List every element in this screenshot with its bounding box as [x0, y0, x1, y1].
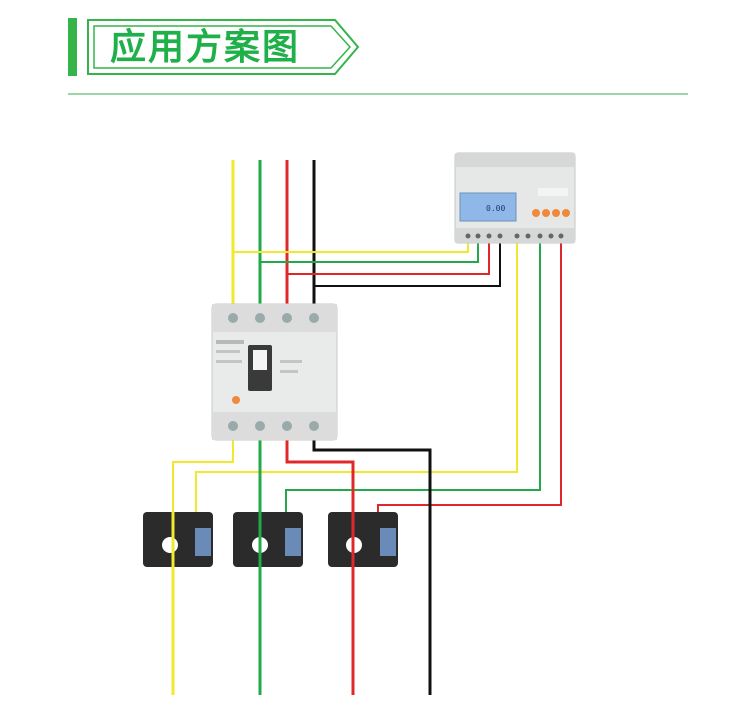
outgoing-wire-red [285, 430, 355, 695]
current-transformer-1 [143, 512, 213, 567]
ct-signal-wires [172, 238, 562, 516]
breaker-terminal-2 [255, 313, 265, 323]
meter-lcd-value: 0.00 [486, 204, 505, 213]
breaker-test-button [232, 396, 240, 404]
ct-through-wires [171, 512, 355, 567]
ct-label [380, 528, 396, 556]
ct-wire-yellow [195, 238, 518, 516]
breaker-terminal-1 [228, 313, 238, 323]
breaker-label-line [216, 340, 244, 344]
ct-wire-green [285, 238, 541, 516]
page-title: 应用方案图 [110, 27, 301, 68]
breaker-label-line [280, 370, 298, 373]
current-transformer-2 [233, 512, 303, 567]
breaker-terminal-6 [255, 421, 265, 431]
voltage-tap-green [260, 238, 479, 263]
voltage-tap-wires [233, 238, 501, 287]
ct-label [195, 528, 211, 556]
breaker-terminal-3 [282, 313, 292, 323]
voltage-tap-black [314, 238, 501, 287]
meter-port [538, 188, 568, 196]
header-inner-outline [93, 25, 352, 69]
breaker-terminal-8 [309, 421, 319, 431]
breaker-terminal-4 [309, 313, 319, 323]
breaker-toggle-lever [253, 350, 267, 370]
meter-button-4 [562, 209, 570, 217]
header-accent-bar [68, 18, 77, 76]
current-transformer-3 [328, 512, 398, 567]
breaker-label-line [216, 350, 240, 353]
header-frame [68, 18, 688, 95]
meter-bottom-screws [465, 233, 564, 239]
energy-meter: 0.00 [454, 152, 576, 244]
breaker-label-line [280, 360, 302, 363]
meter-button-3 [552, 209, 560, 217]
meter-button-1 [532, 209, 540, 217]
voltage-tap-red [287, 238, 490, 275]
ct-label [285, 528, 301, 556]
breaker-label-line [216, 360, 242, 363]
breaker-terminal-7 [282, 421, 292, 431]
voltage-tap-yellow [233, 238, 469, 253]
meter-button-2 [542, 209, 550, 217]
meter-top-terminals [455, 153, 575, 167]
circuit-breaker [211, 303, 338, 441]
incoming-wires [231, 160, 316, 312]
meter-lcd [459, 192, 517, 222]
ct-aperture [162, 537, 178, 553]
header-outline [87, 19, 360, 75]
section-header: 应用方案图 [0, 0, 750, 100]
breaker-terminal-5 [228, 421, 238, 431]
ct-wire-yellow-return [172, 430, 234, 516]
ct-wire-red [377, 238, 562, 516]
